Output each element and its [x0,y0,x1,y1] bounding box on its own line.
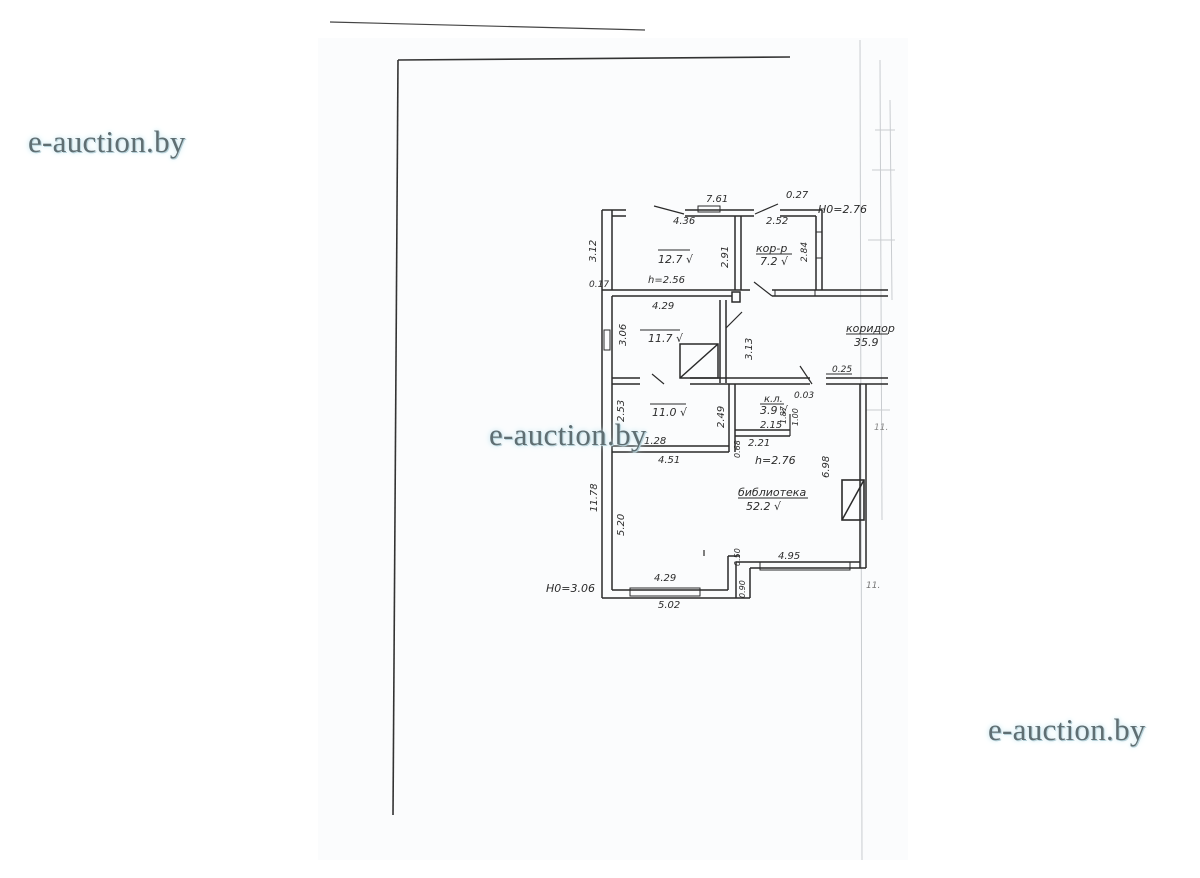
dim-top-027: 0.27 [786,190,809,201]
dim-502: 5.02 [658,600,680,611]
kl-area: 3.9 √ [760,404,789,417]
kl-label: к.л. [764,394,783,405]
windows [603,205,851,597]
dim-050: 0.50 [733,548,742,566]
room2-dim-429: 4.29 [652,301,674,312]
room3-dim-128: 1.28 [644,436,666,447]
watermark-top-left: e-auction.by [28,124,186,159]
kl-dim-068: 0.68 [733,440,742,458]
dim-top-436: 4.36 [673,216,695,227]
room1-area: 12.7 √ [658,253,694,266]
dim-090: 0.90 [738,580,747,598]
dim-495: 4.95 [778,551,800,562]
walls [601,209,888,599]
kl-dim-215: 2.15 [760,420,782,431]
koridor-label: коридор [846,322,895,335]
corridor-label: кор-р [756,242,787,255]
dim-left-312: 3.12 [588,240,599,262]
dim-top-761: 7.61 [706,194,728,205]
doors [651,203,813,556]
kl-dim-187: 1.87 [779,405,788,424]
room1-dim-291: 2.91 [720,246,731,268]
watermark-bottom-right: e-auction.by [988,712,1146,747]
dim-top-252: 2.52 [766,216,788,227]
room2-dim-313: 3.13 [744,338,755,360]
watermark-center: e-auction.by [489,417,647,452]
corridor-dim-284: 2.84 [800,242,810,262]
dim-429-bottom: 4.29 [654,573,676,584]
dim-left-017: 0.17 [589,280,609,290]
room3-area: 11.0 √ [652,406,688,419]
plan-annotations: 7.61 4.36 0.27 2.52 Н0=2.76 3.12 0.17 12… [546,190,895,611]
h0-top: Н0=2.76 [818,203,867,216]
scanned-sheet [318,38,908,860]
corridor-area: 7.2 √ [760,255,789,268]
library-area: 52.2 √ [746,500,782,513]
room3-dim-253: 2.53 [616,400,627,422]
room2-dim-306: 3.06 [618,324,629,346]
scan-edge-marks [859,39,895,861]
kl-dim-100: 1.00 [791,408,800,426]
dim-11-right: 11. [874,423,888,433]
left-dim-1178: 11.78 [589,483,600,512]
room2-area: 11.7 √ [648,332,684,345]
library-height: h=2.76 [755,454,796,467]
room3-dim-249: 2.49 [716,406,727,428]
library-dim-698: 6.98 [821,456,832,478]
dim-025: 0.25 [832,365,852,375]
dim-11-bottom: 11. [866,581,880,591]
frame-left-line [392,59,399,816]
room3-dim-451: 4.51 [658,455,680,466]
koridor-area: 35.9 [854,336,879,349]
frame-top-line-outer [329,21,646,31]
kl-dim-003: 0.03 [794,391,814,401]
h0-bottom: Н0=3.06 [546,582,595,595]
frame-top-line [397,56,791,61]
room1-height: h=2.56 [648,275,685,286]
library-label: библиотека [738,486,806,499]
library-dim-520: 5.20 [616,514,627,536]
kl-dim-221: 2.21 [748,438,770,449]
